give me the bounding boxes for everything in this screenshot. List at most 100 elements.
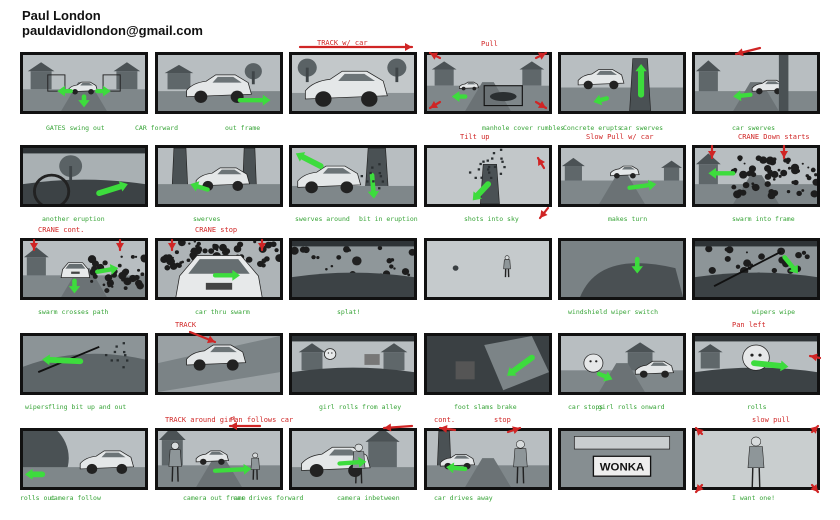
motion-arrow-icon: [68, 278, 81, 294]
storyboard-panel: [289, 238, 417, 300]
storyboard-panel: [20, 333, 148, 395]
camera-note: TRACK: [175, 321, 197, 329]
panel-caption: wipers: [25, 403, 49, 411]
storyboard-panel: [692, 52, 820, 114]
panel-caption: wipers wipe: [752, 308, 796, 316]
panel-sketch: [158, 148, 280, 204]
motion-arrow-icon: [96, 181, 128, 197]
storyboard-panel: [424, 52, 552, 114]
panel-sketch: [292, 241, 414, 297]
rolling-girl-ball: [324, 348, 337, 360]
panel-caption: camera follow: [50, 494, 101, 502]
camera-note: cont.: [434, 416, 456, 424]
panel-sketch: [292, 55, 414, 111]
panel-sketch: [158, 431, 280, 487]
panel-sketch: [695, 431, 817, 487]
storyboard-panel: WONKA: [558, 428, 686, 490]
storyboard-panel: [20, 238, 148, 300]
girl-portrait-figure: [747, 436, 765, 487]
debris-burst: [482, 148, 506, 175]
motion-arrow-icon: [367, 172, 380, 199]
motion-arrow-icon: [95, 85, 111, 97]
panel-caption: car drives forward: [233, 494, 304, 502]
camera-note: TRACK around girl: [165, 416, 237, 424]
panel-caption: car drives away: [434, 494, 493, 502]
car-drawing: [195, 450, 230, 465]
storyboard-panel: [289, 333, 417, 395]
swarm-blobs: [87, 254, 145, 293]
panel-sketch: [427, 431, 549, 487]
camera-note: CRANE stop: [195, 226, 238, 234]
storyboard-panel: [424, 145, 552, 207]
panel-sketch: [23, 55, 145, 111]
panel-caption: car thru swarm: [195, 308, 250, 316]
storyboard-panel: [155, 428, 283, 490]
camera-note: slow pull: [752, 416, 790, 424]
panel-sketch: WONKA: [561, 431, 683, 487]
motion-arrow-icon: [627, 179, 657, 191]
panel-sketch: [561, 241, 683, 297]
car-drawing: [634, 360, 674, 378]
motion-arrow-icon: [507, 354, 535, 376]
license-plate-text: WONKA: [600, 462, 644, 474]
camera-direction-arrow-icon: [538, 206, 550, 220]
storyboard-panel: [558, 145, 686, 207]
panel-caption: I want one!: [732, 494, 776, 502]
motion-arrow-icon: [95, 264, 119, 275]
panel-caption: out frame: [225, 124, 261, 132]
panel-caption: swarm into frame: [732, 215, 795, 223]
camera-note: CRANE cont.: [38, 226, 85, 234]
panel-sketch: [23, 431, 145, 487]
storyboard-panel: [155, 333, 283, 395]
storyboard-panel: [20, 145, 148, 207]
panel-caption: car swerves: [732, 124, 776, 132]
car-drawing: [186, 344, 247, 371]
panel-caption: Concrete erupts: [563, 124, 622, 132]
panel-sketch: [561, 336, 683, 392]
car-drawing: [304, 70, 388, 107]
motion-arrow-icon: [295, 152, 324, 169]
storyboard-panel: [424, 238, 552, 300]
camera-note: Pan follows car: [230, 416, 294, 424]
storyboard-panel: [558, 333, 686, 395]
storyboard-panel: [155, 238, 283, 300]
storyboard-panel: [289, 145, 417, 207]
panel-sketch: [292, 336, 414, 392]
artist-email: pauldavidlondon@gmail.com: [22, 23, 203, 38]
panel-caption: makes turn: [608, 215, 648, 223]
motion-arrow-icon: [237, 94, 271, 106]
motion-arrow-icon: [57, 85, 73, 97]
car-drawing: [297, 165, 362, 194]
motion-arrow-icon: [472, 181, 492, 201]
panel-caption: girl rolls onward: [598, 403, 665, 411]
motion-arrow-icon: [42, 354, 84, 366]
storyboard-panel: [558, 238, 686, 300]
camera-note: TRACK w/ car: [317, 39, 368, 47]
panel-sketch: [561, 148, 683, 204]
storyboard-panel: [20, 428, 148, 490]
panel-caption: splat!: [337, 308, 361, 316]
panel-caption: another eruption: [42, 215, 105, 223]
panel-sketch: [427, 241, 549, 297]
storyboard-panel: [692, 145, 820, 207]
debris-burst: [360, 163, 385, 190]
storyboard-panel: [20, 52, 148, 114]
car-front-drawing: [60, 262, 91, 278]
rolling-girl-ball: [583, 353, 604, 373]
panel-caption: swarm crosses path: [38, 308, 109, 316]
panel-caption: windshield wiper switch: [568, 308, 659, 316]
panel-caption: CAR forward: [135, 124, 179, 132]
panel-caption: rolls: [747, 403, 767, 411]
motion-arrow-icon: [212, 269, 240, 281]
panel-sketch: [292, 148, 414, 204]
panel-sketch: [158, 241, 280, 297]
panel-caption: swerves around: [295, 215, 350, 223]
camera-note: Slow Pull w/ car: [586, 133, 654, 141]
panel-caption: camera out frame: [183, 494, 246, 502]
storyboard-panel: [289, 428, 417, 490]
motion-arrow-icon: [337, 456, 367, 468]
storyboard-panel: [424, 428, 552, 490]
panel-caption: car stops: [568, 403, 604, 411]
panel-sketch: [695, 148, 817, 204]
storyboard-panel: [692, 238, 820, 300]
